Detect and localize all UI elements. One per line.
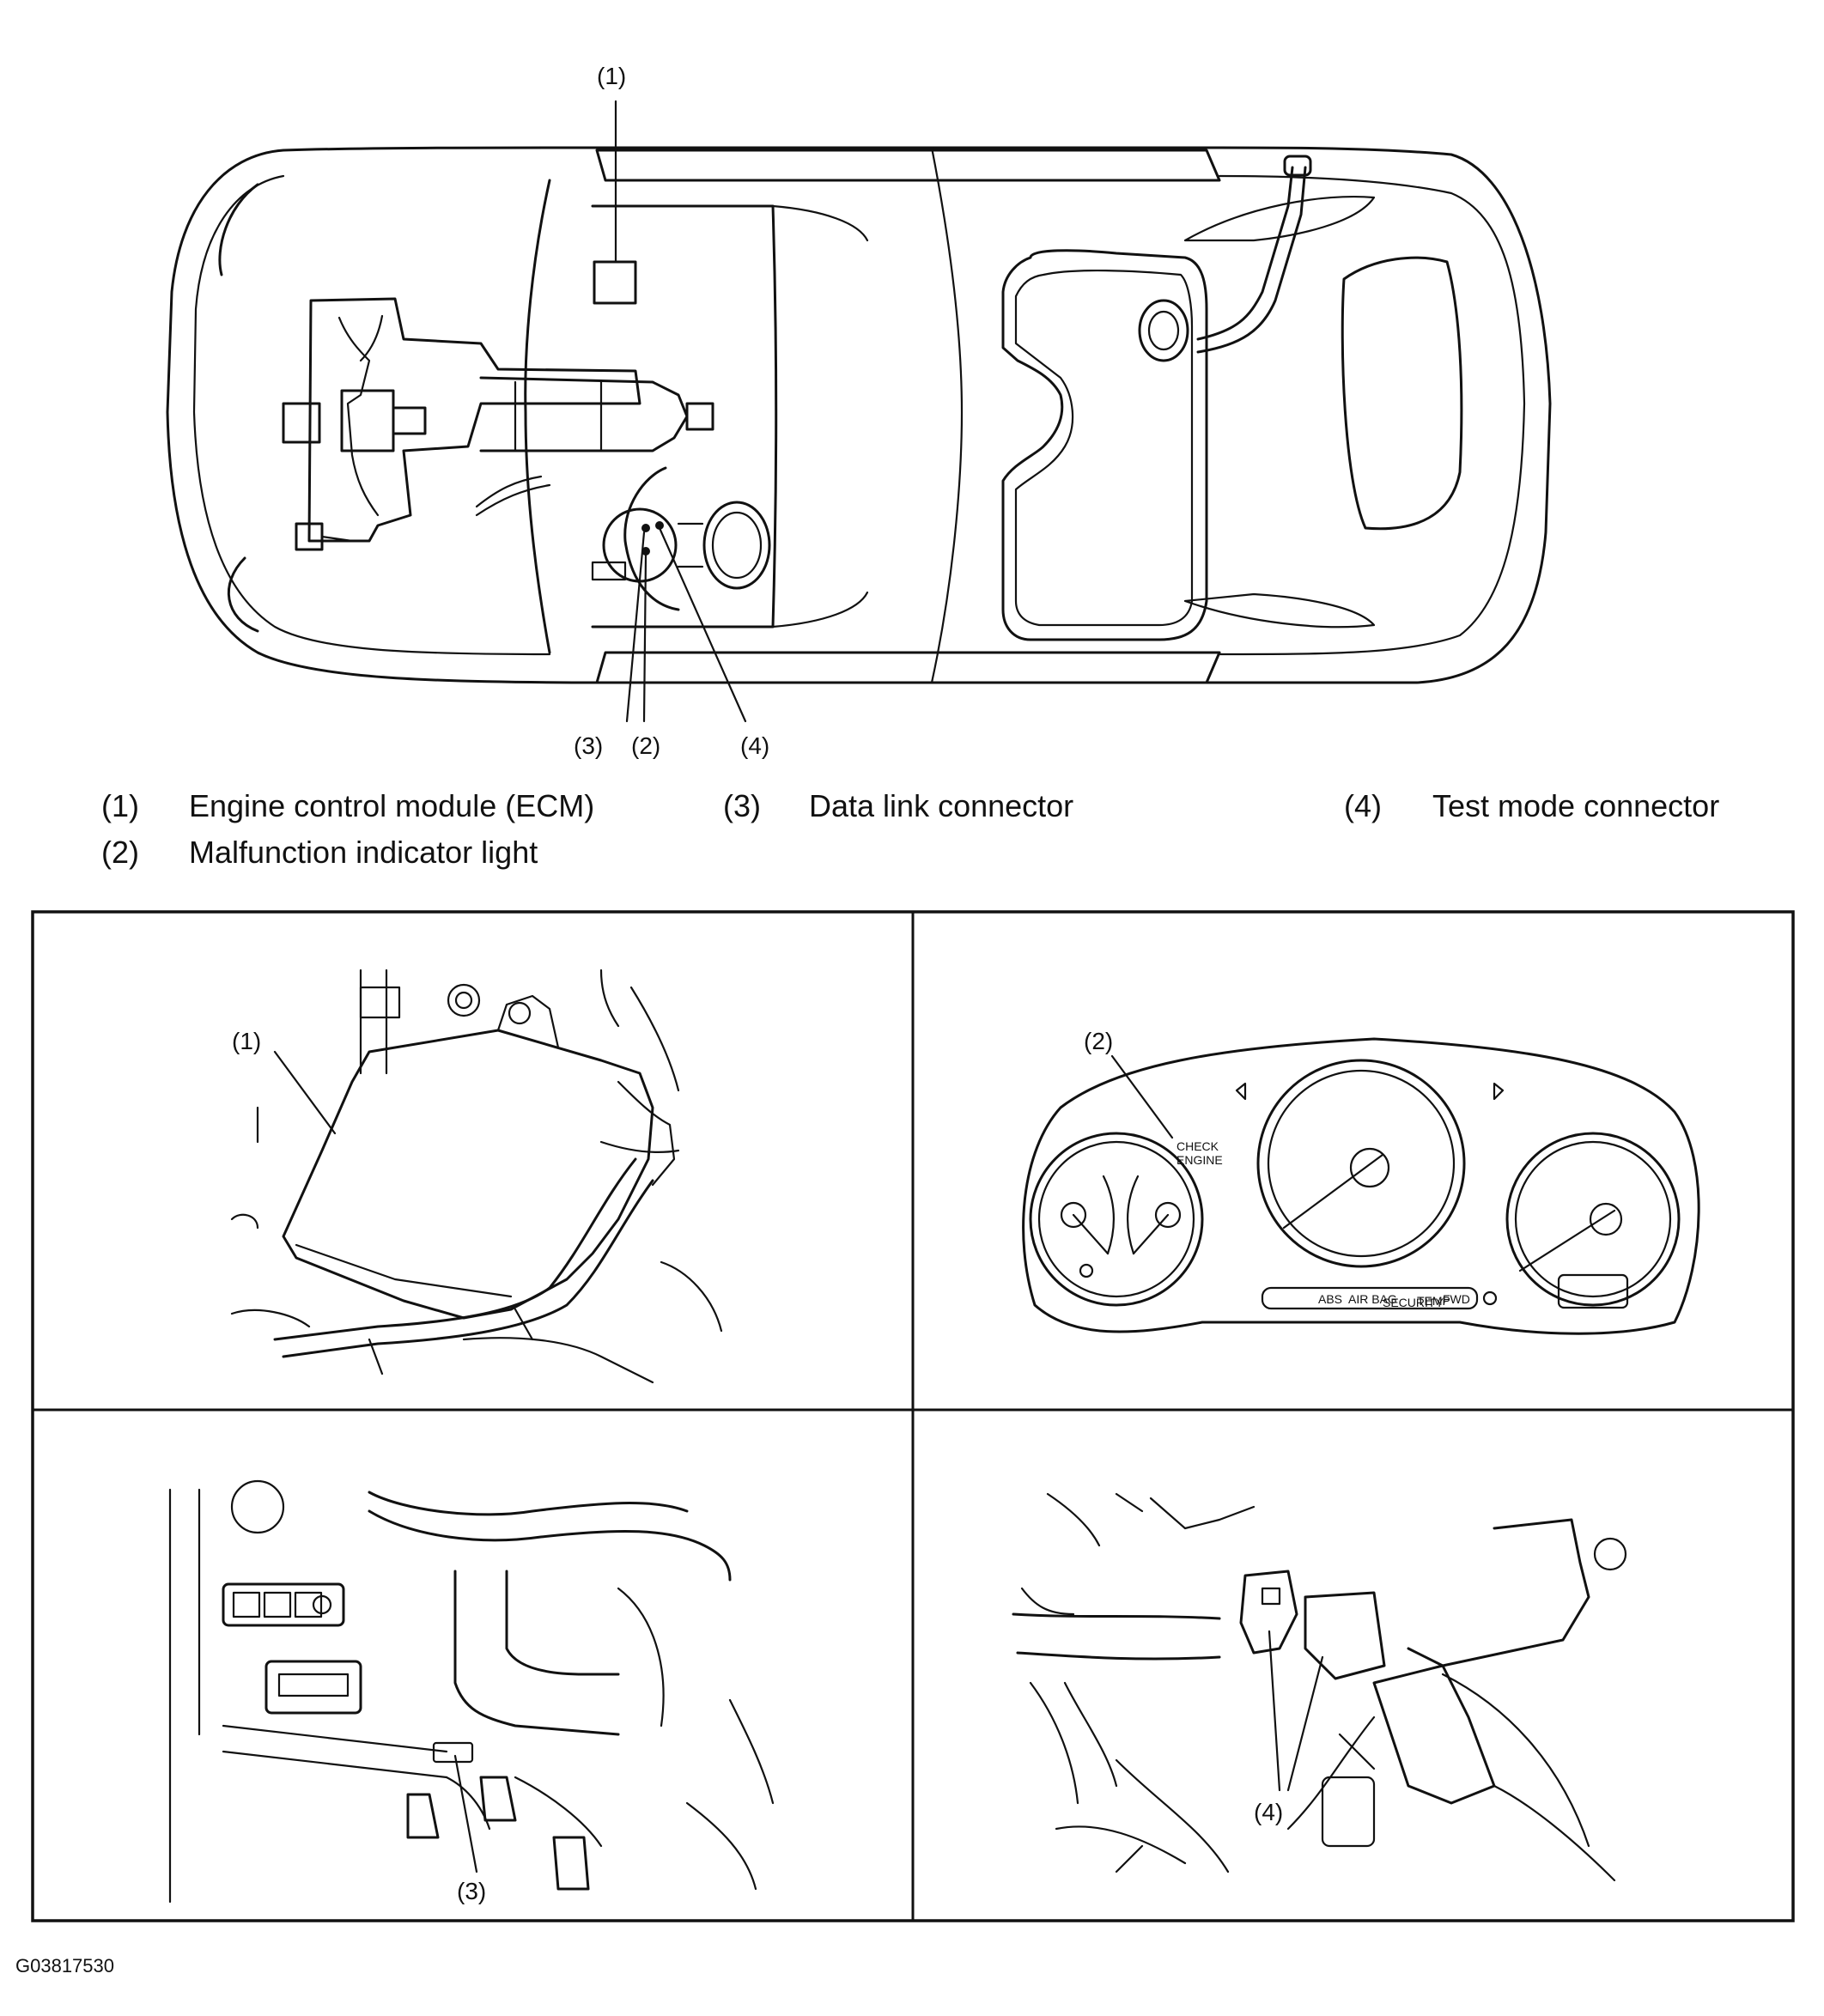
check-engine-text-1: CHECK bbox=[1176, 1139, 1219, 1153]
callout-mil-panel: (2) bbox=[1084, 1028, 1113, 1054]
legend-text-1: Engine control module (ECM) bbox=[189, 788, 595, 823]
callout-mil-top: (2) bbox=[631, 732, 660, 759]
dlc-connector bbox=[432, 1741, 474, 1764]
panel-dlc: (3) bbox=[168, 1479, 775, 1904]
leader-line-3 bbox=[625, 531, 646, 723]
legend-num-3: (3) bbox=[723, 788, 761, 823]
legend-text-2: Malfunction indicator light bbox=[189, 835, 538, 870]
callout-dlc-panel: (3) bbox=[457, 1878, 486, 1904]
legend-text-3: Data link connector bbox=[809, 788, 1074, 823]
test-point bbox=[655, 521, 664, 530]
test-leader-2 bbox=[1286, 1655, 1324, 1792]
callout-ecm-panel: (1) bbox=[232, 1028, 261, 1054]
leader-line-2 bbox=[642, 552, 648, 723]
callout-test-top: (4) bbox=[740, 732, 769, 759]
figure-code: G03817530 bbox=[15, 1955, 114, 1977]
leader-line-4 bbox=[658, 526, 747, 723]
mil-point bbox=[641, 547, 650, 556]
temp-text: TEMP bbox=[1417, 1294, 1450, 1308]
callout-test-panel: (4) bbox=[1254, 1799, 1283, 1825]
car-top-view bbox=[166, 100, 1552, 723]
panel-test: (4) bbox=[1012, 1492, 1627, 1882]
ecm-location-box bbox=[593, 260, 637, 305]
callout-ecm-top: (1) bbox=[597, 63, 626, 89]
dlc-point bbox=[641, 524, 650, 532]
mil-leader bbox=[1110, 1054, 1174, 1139]
legend-num-1: (1) bbox=[101, 788, 139, 823]
fwd-text: FWD bbox=[1443, 1292, 1470, 1306]
test-leader-1 bbox=[1268, 1630, 1281, 1792]
airbag-text: AIR BAG bbox=[1348, 1292, 1397, 1306]
panel-cluster: CHECK ENGINE ABS AIR BAG SECURITY TEMP F… bbox=[1022, 1028, 1700, 1335]
legend-num-2: (2) bbox=[101, 835, 139, 870]
callout-dlc-top: (3) bbox=[574, 732, 603, 759]
abs-text: ABS bbox=[1318, 1292, 1342, 1306]
test-connector-left bbox=[1239, 1570, 1298, 1655]
check-engine-text-2: ENGINE bbox=[1176, 1153, 1223, 1167]
ecm-leader bbox=[273, 1050, 337, 1135]
legend-num-4: (4) bbox=[1344, 788, 1382, 823]
steering-wheel bbox=[702, 501, 771, 590]
panel-ecm: (1) bbox=[230, 969, 723, 1384]
test-connector-right bbox=[1304, 1591, 1386, 1680]
dlc-leader bbox=[453, 1754, 478, 1873]
legend-text-4: Test mode connector bbox=[1432, 788, 1720, 823]
ecm-box bbox=[282, 1029, 654, 1320]
security-text: SECURITY bbox=[1383, 1296, 1444, 1309]
